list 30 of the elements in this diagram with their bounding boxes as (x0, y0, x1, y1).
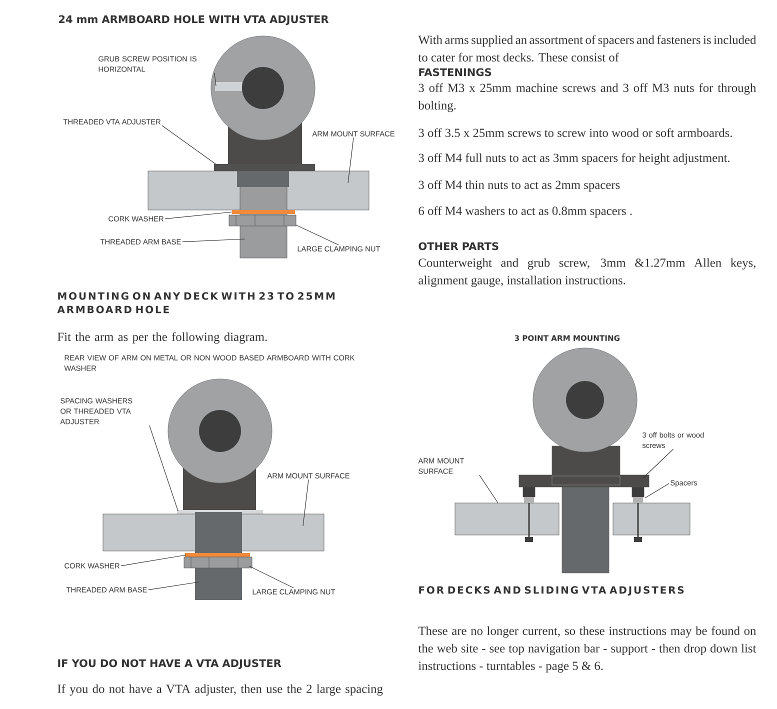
body-text: These are no longer current, so these instructions may be found on the web site - see top navigation bar - support - then drop down list instructions - turntables - page 5 & 6. (418, 626, 756, 673)
section-heading: IF YOU DO NOT HAVE A VTA ADJUSTER (58, 659, 282, 670)
leader-line (148, 582, 200, 590)
leader-line (644, 483, 670, 498)
section-heading: FASTENINGS (419, 68, 492, 76)
section-heading: MOUNTING ON ANY DECK WITH 23 TO 25MM ARMBOARD HOLE (57, 292, 335, 314)
body-text: With arms supplied an assortment of spacers and fasteners is included to cater for most decks. These consist of (418, 35, 756, 62)
leader-line (162, 125, 218, 166)
section-heading: 24 mm ARMBOARD HOLE WITH VTA ADJUSTER (59, 15, 329, 26)
body-text: 6 off M4 washers to act as 0.8mm spacers . (418, 206, 632, 218)
body-text: Fit the arm as per the following diagram. (58, 332, 267, 344)
leader-line (120, 554, 186, 566)
body-text: If you do not have a VTA adjuster, then use the 2 large spacing (58, 684, 383, 696)
leader-line (149, 425, 178, 512)
leader-line (479, 474, 498, 504)
body-text: 3 off M4 thin nuts to act as 2mm spacers (418, 180, 620, 192)
leader-line (348, 137, 354, 184)
leader-line (214, 72, 216, 86)
body-text: 3 off M4 full nuts to act as 3mm spacers for height adjustment. (418, 153, 730, 165)
leader-line (248, 566, 294, 588)
leader-line (182, 238, 246, 242)
leader-line (642, 448, 674, 478)
body-text: 3 off 3.5 x 25mm screws to screw into wood or soft armboards. (418, 128, 732, 138)
leader-line (296, 224, 340, 246)
leader-line (164, 212, 232, 220)
body-text: 3 off M3 x 25mm machine screws and 3 off M3 nuts for through bolting. (418, 83, 756, 112)
section-heading: FOR DECKS AND SLIDING VTA ADJUSTERS (419, 586, 684, 596)
section-heading: OTHER PARTS (418, 242, 498, 250)
body-text: Counterweight and grub screw, 3mm &1.27mm Allen keys, alignment gauge, installation instructions. (418, 258, 756, 287)
leader-line (302, 479, 309, 526)
